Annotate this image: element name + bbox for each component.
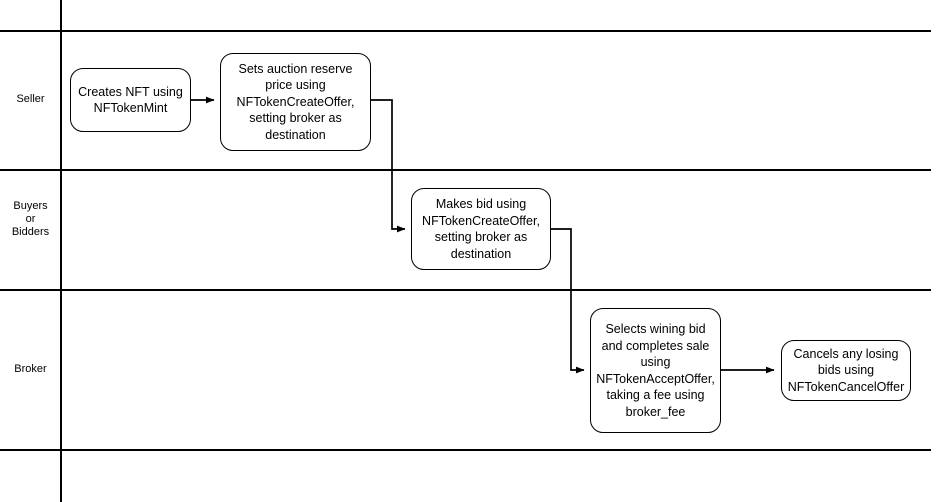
node-makes-bid[interactable]: Makes bid using NFTokenCreateOffer, sett… <box>411 188 551 270</box>
lane-label-buyers-or-bidders: Buyers or Bidders <box>11 200 50 238</box>
node-sets-auction-reserve-price[interactable]: Sets auction reserve price using NFToken… <box>220 53 371 151</box>
node-selects-wining-bid[interactable]: Selects wining bid and completes sale us… <box>590 308 721 433</box>
lane-label-seller: Seller <box>16 93 45 105</box>
node-cancels-losing-bids[interactable]: Cancels any losing bids using NFTokenCan… <box>781 340 911 401</box>
connector-reserve-to-bid <box>371 99 406 233</box>
lane-label-broker: Broker <box>14 363 47 375</box>
node-creates-nft[interactable]: Creates NFT using NFTokenMint <box>70 68 191 132</box>
connector-bid-to-accept <box>551 228 585 374</box>
